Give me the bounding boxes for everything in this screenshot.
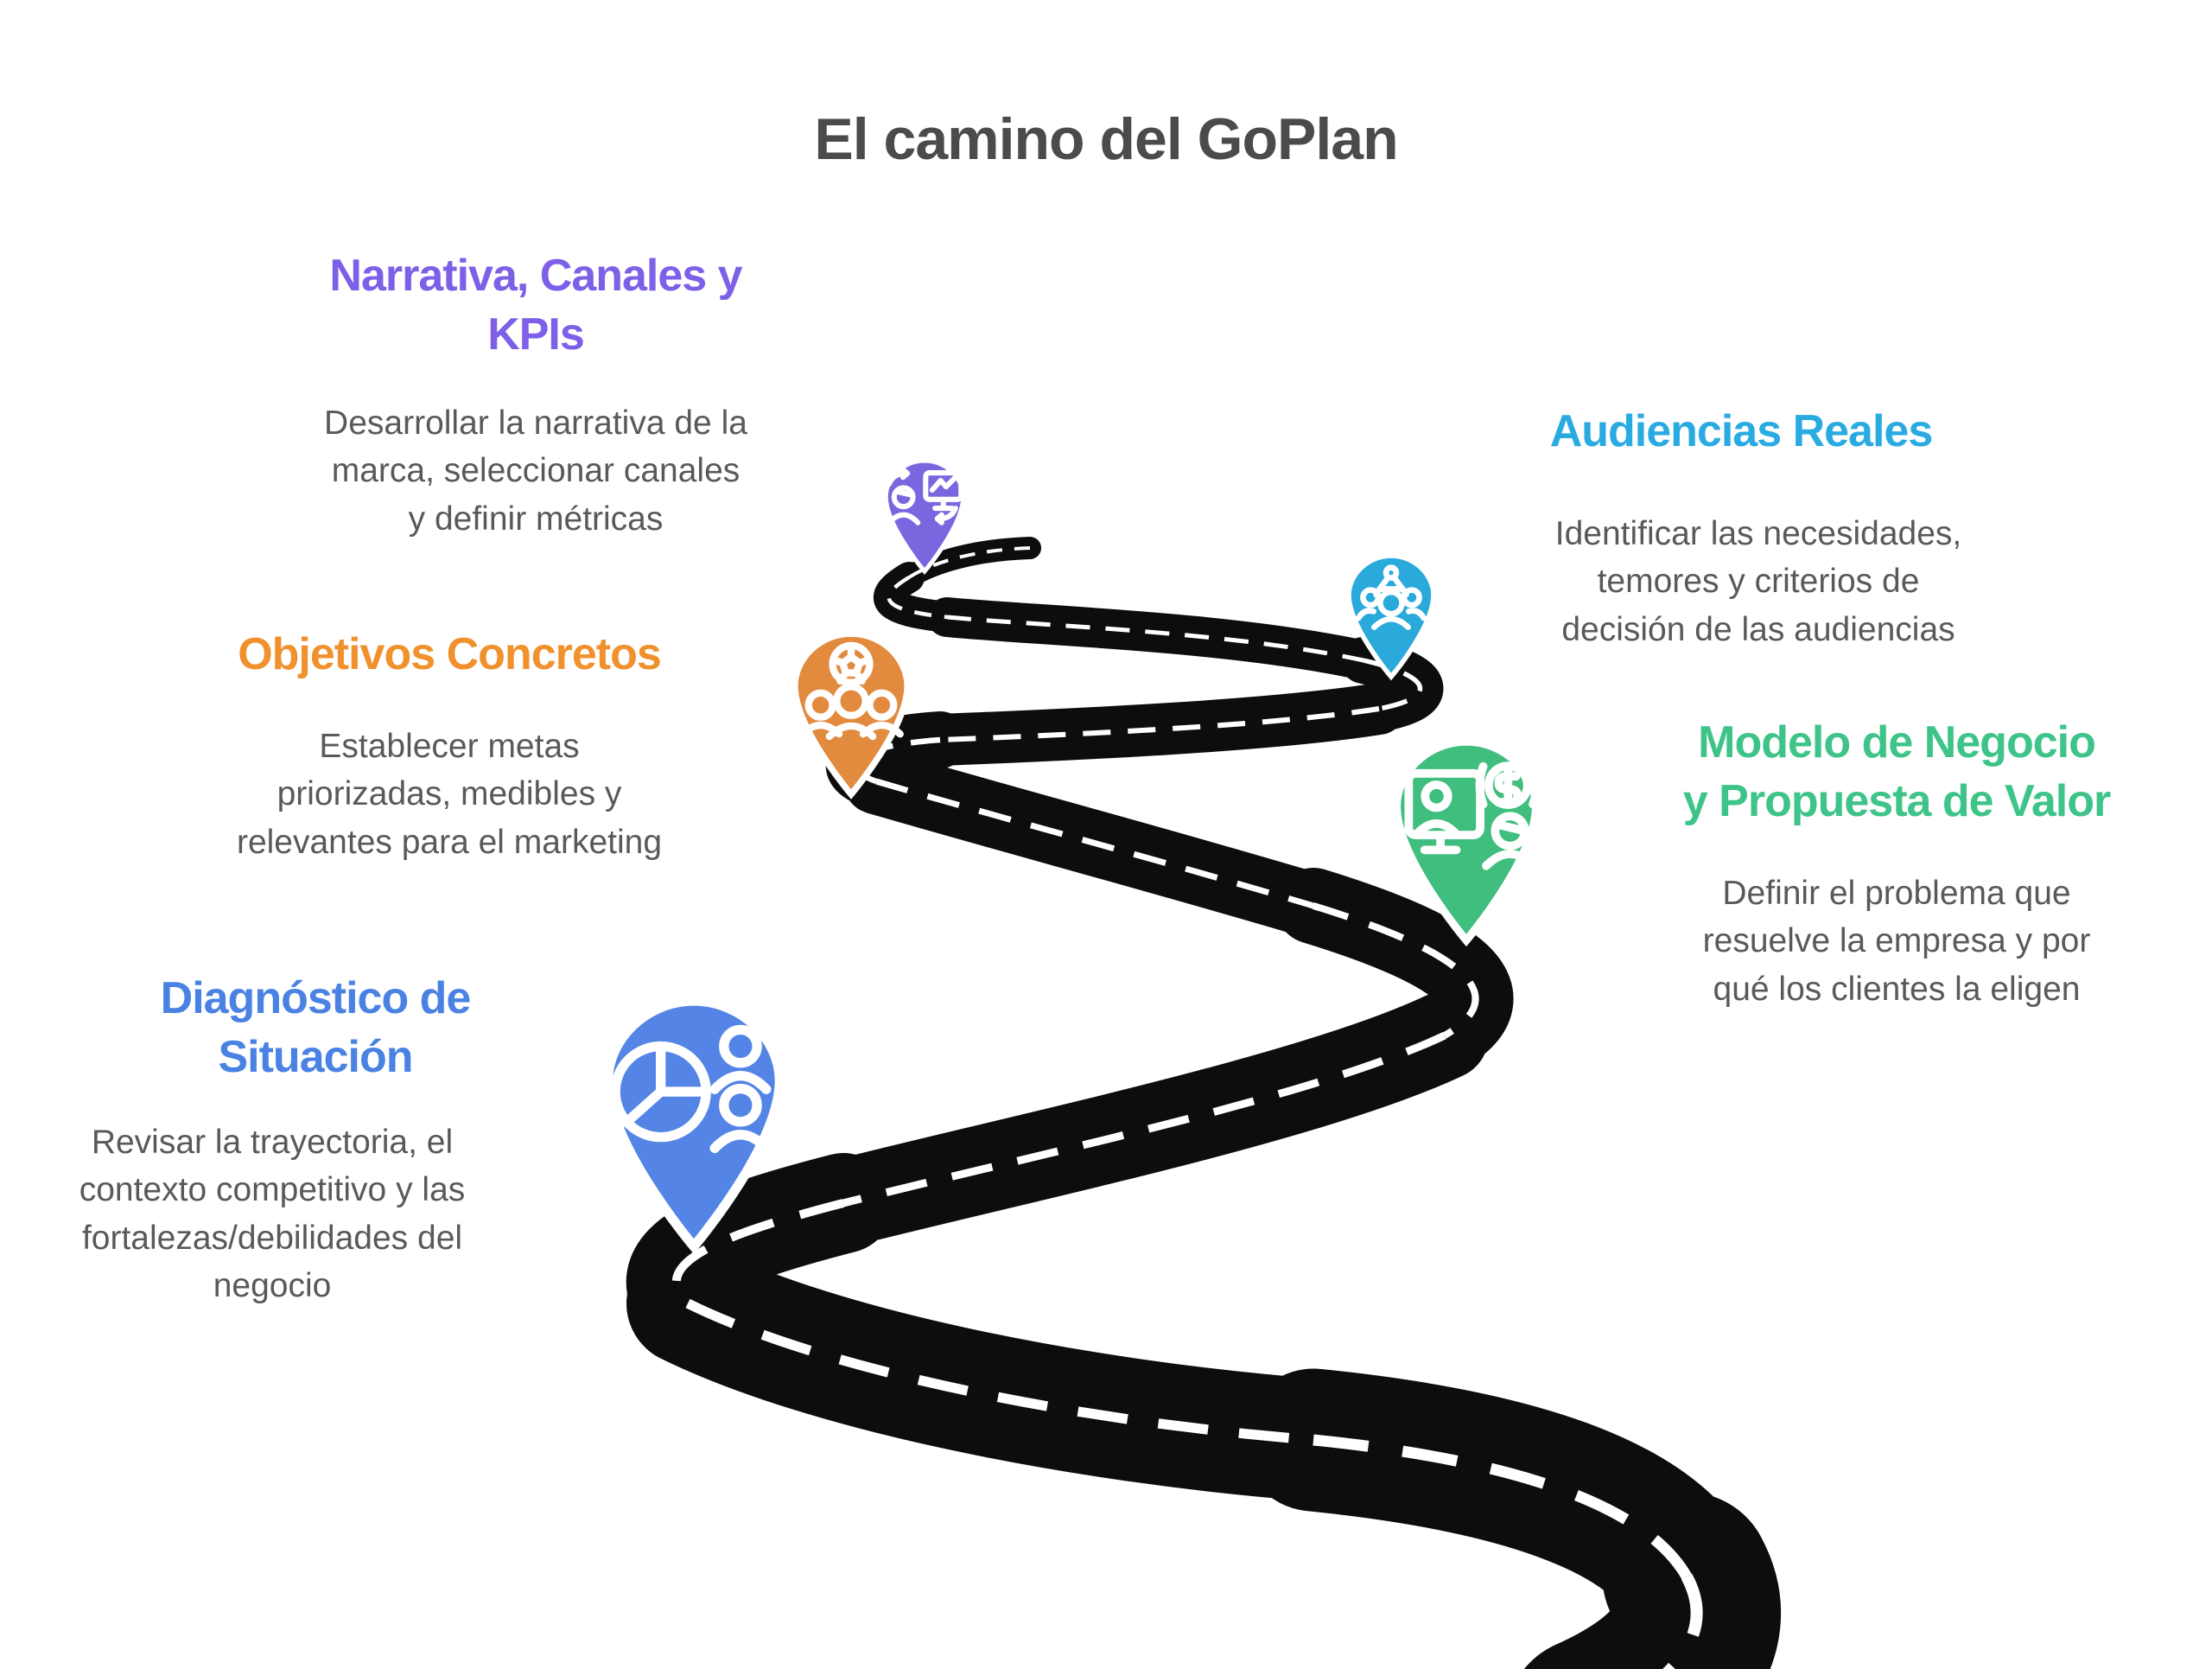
step-description-diagnostico: Revisar la trayectoria, el contexto comp… [79,1124,466,1305]
step-heading-narrativa: Narrativa, Canales y KPIs [329,251,742,360]
audience-compass-icon [1355,564,1427,630]
step-description-audiencias: Identificar las necesidades, temores y c… [1554,515,1962,648]
page-title: El camino del GoPlan [814,106,1398,172]
person-analytics-sync-icon [887,467,964,526]
pie-chart-people-icon [610,1024,772,1154]
pin-narrativa [883,458,966,575]
step-description-modelo: Definir el problema que resuelve la empr… [1702,875,2091,1008]
team-goal-ball-icon [798,641,904,741]
pin-audiencias [1346,553,1436,681]
pin-objetivos [791,630,911,799]
step-heading-audiencias: Audiencias Reales [1549,406,1934,456]
step-description-narrativa: Desarrollar la narrativa de la marca, se… [324,405,747,538]
step-heading-diagnostico: Diagnóstico de Situación [160,973,472,1082]
road-center-line [671,546,1703,1669]
pin-diagnostico [602,996,785,1254]
business-value-monitor-icon [1404,761,1541,870]
step-heading-objetivos: Objetivos Concretos [238,629,662,679]
pin-modelo [1392,737,1541,947]
step-description-objetivos: Establecer metas priorizadas, medibles y… [236,728,663,861]
step-heading-modelo: Modelo de Negocio y Propuesta de Valor [1682,717,2111,826]
